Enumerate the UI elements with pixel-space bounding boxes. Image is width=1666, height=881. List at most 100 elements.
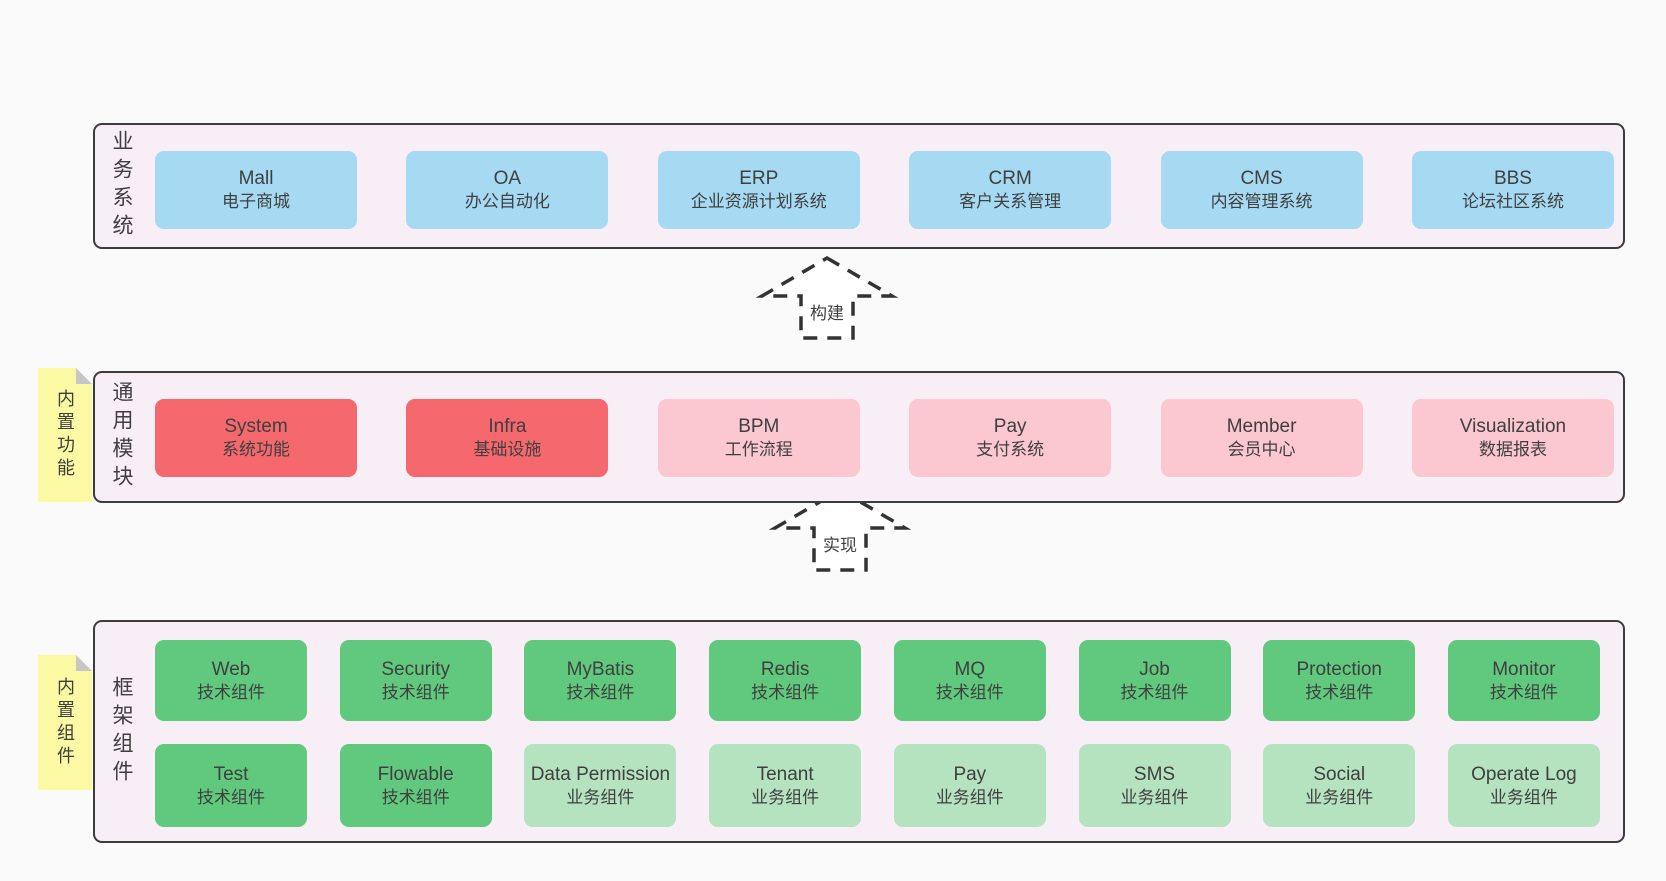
box-pay-component-title: Pay	[953, 763, 987, 785]
box-mall-subtitle: 电子商城	[222, 192, 290, 212]
box-erp-subtitle: 企业资源计划系统	[690, 192, 827, 212]
note-built-in-components-label: 内置组件	[55, 676, 75, 769]
panel-framework-components-label: 框架组件	[110, 675, 133, 788]
box-job-title: Job	[1139, 658, 1170, 680]
box-member: Member 会员中心	[1160, 399, 1363, 477]
box-social: Social 业务组件	[1263, 744, 1416, 827]
box-cms-title: CMS	[1240, 168, 1283, 190]
box-system: System 系统功能	[155, 399, 357, 477]
box-web-subtitle: 技术组件	[197, 682, 265, 702]
common-modules-row: System 系统功能 Infra 基础设施 BPM 工作流程 Pay 支付系统…	[155, 399, 1614, 477]
box-bpm: BPM 工作流程	[657, 399, 860, 477]
box-monitor-subtitle: 技术组件	[1489, 682, 1558, 702]
folded-corner-icon	[76, 368, 92, 384]
box-system-subtitle: 系统功能	[222, 440, 290, 460]
box-mall-title: Mall	[238, 168, 274, 190]
box-bbs: BBS 论坛社区系统	[1411, 151, 1614, 229]
box-infra-title: Infra	[488, 416, 527, 438]
box-visualization: Visualization 数据报表	[1411, 399, 1614, 477]
box-mybatis: MyBatis 技术组件	[524, 640, 677, 721]
box-bpm-title: BPM	[738, 416, 780, 438]
box-security-subtitle: 技术组件	[381, 682, 450, 702]
box-bbs-subtitle: 论坛社区系统	[1461, 192, 1564, 212]
note-built-in-features: 内置功能	[38, 368, 92, 502]
panel-common-modules: 通用模块 System 系统功能 Infra 基础设施 BPM 工作流程 Pay…	[93, 371, 1625, 503]
box-social-subtitle: 业务组件	[1305, 787, 1374, 807]
note-built-in-components: 内置组件	[38, 655, 92, 790]
box-pay-component: Pay 业务组件	[893, 744, 1046, 827]
framework-components-row-2: Test 技术组件 Flowable 技术组件 Data Permission …	[155, 744, 1600, 827]
box-data-permission-subtitle: 业务组件	[566, 787, 635, 807]
box-operate-log: Operate Log 业务组件	[1447, 744, 1600, 827]
box-social-title: Social	[1313, 763, 1366, 785]
box-mybatis-subtitle: 技术组件	[566, 682, 635, 702]
box-crm-subtitle: 客户关系管理	[959, 192, 1062, 212]
box-visualization-title: Visualization	[1459, 416, 1567, 438]
box-monitor-title: Monitor	[1492, 658, 1556, 680]
box-operate-log-subtitle: 业务组件	[1489, 787, 1558, 807]
box-test-title: Test	[213, 763, 249, 785]
box-pay-module-subtitle: 支付系统	[976, 440, 1045, 460]
box-erp: ERP 企业资源计划系统	[657, 151, 860, 229]
arrow-implement: 实现	[768, 487, 912, 573]
panel-business-systems-label: 业务系统	[110, 130, 133, 242]
box-pay-module: Pay 支付系统	[909, 399, 1112, 477]
box-mall: Mall 电子商城	[155, 151, 357, 229]
panel-common-modules-label: 通用模块	[110, 381, 133, 493]
box-protection: Protection 技术组件	[1263, 640, 1416, 721]
box-sms-subtitle: 业务组件	[1120, 787, 1189, 807]
box-data-permission-title: Data Permission	[530, 763, 671, 785]
arrow-build-label: 构建	[807, 298, 847, 325]
box-flowable-subtitle: 技术组件	[381, 787, 450, 807]
box-sms-title: SMS	[1133, 763, 1176, 785]
box-protection-subtitle: 技术组件	[1305, 682, 1374, 702]
box-member-title: Member	[1226, 416, 1297, 438]
box-pay-component-subtitle: 业务组件	[935, 787, 1004, 807]
box-infra-subtitle: 基础设施	[473, 440, 542, 460]
box-mq-subtitle: 技术组件	[935, 682, 1004, 702]
box-redis-subtitle: 技术组件	[751, 682, 820, 702]
box-tenant-title: Tenant	[756, 763, 814, 785]
box-visualization-subtitle: 数据报表	[1478, 440, 1547, 460]
box-web: Web 技术组件	[155, 640, 307, 721]
box-oa-subtitle: 办公自动化	[464, 192, 550, 212]
arrow-implement-label: 实现	[820, 530, 860, 557]
box-bpm-subtitle: 工作流程	[724, 440, 793, 460]
box-operate-log-title: Operate Log	[1471, 763, 1577, 785]
box-job: Job 技术组件	[1078, 640, 1231, 721]
box-data-permission: Data Permission 业务组件	[524, 744, 677, 827]
box-protection-title: Protection	[1296, 658, 1382, 680]
box-test: Test 技术组件	[155, 744, 307, 827]
box-flowable: Flowable 技术组件	[339, 744, 492, 827]
box-member-subtitle: 会员中心	[1227, 440, 1296, 460]
box-flowable-title: Flowable	[377, 763, 454, 785]
box-oa-title: OA	[493, 168, 522, 190]
box-cms: CMS 内容管理系统	[1160, 151, 1363, 229]
box-security-title: Security	[381, 658, 451, 680]
box-cms-subtitle: 内容管理系统	[1210, 192, 1313, 212]
box-security: Security 技术组件	[339, 640, 492, 721]
box-redis: Redis 技术组件	[709, 640, 862, 721]
box-crm: CRM 客户关系管理	[909, 151, 1112, 229]
arrow-build: 构建	[755, 255, 899, 341]
panel-business-systems: 业务系统 Mall 电子商城 OA 办公自动化 ERP 企业资源计划系统 CRM…	[93, 123, 1625, 249]
box-mq: MQ 技术组件	[893, 640, 1046, 721]
folded-corner-icon	[76, 655, 92, 671]
box-web-title: Web	[211, 658, 251, 680]
box-tenant-subtitle: 业务组件	[751, 787, 820, 807]
box-pay-module-title: Pay	[993, 416, 1027, 438]
box-test-subtitle: 技术组件	[197, 787, 265, 807]
box-mybatis-title: MyBatis	[566, 658, 635, 680]
box-crm-title: CRM	[988, 168, 1032, 190]
panel-framework-components: 框架组件 Web 技术组件 Security 技术组件 MyBatis 技术组件…	[93, 620, 1625, 843]
box-sms: SMS 业务组件	[1078, 744, 1231, 827]
box-infra: Infra 基础设施	[406, 399, 609, 477]
note-built-in-features-label: 内置功能	[55, 389, 75, 481]
box-job-subtitle: 技术组件	[1120, 682, 1189, 702]
box-mq-title: MQ	[954, 658, 986, 680]
business-systems-row: Mall 电子商城 OA 办公自动化 ERP 企业资源计划系统 CRM 客户关系…	[155, 151, 1614, 229]
framework-components-row-1: Web 技术组件 Security 技术组件 MyBatis 技术组件 Redi…	[155, 640, 1600, 721]
box-system-title: System	[224, 416, 288, 438]
box-erp-title: ERP	[739, 168, 779, 190]
